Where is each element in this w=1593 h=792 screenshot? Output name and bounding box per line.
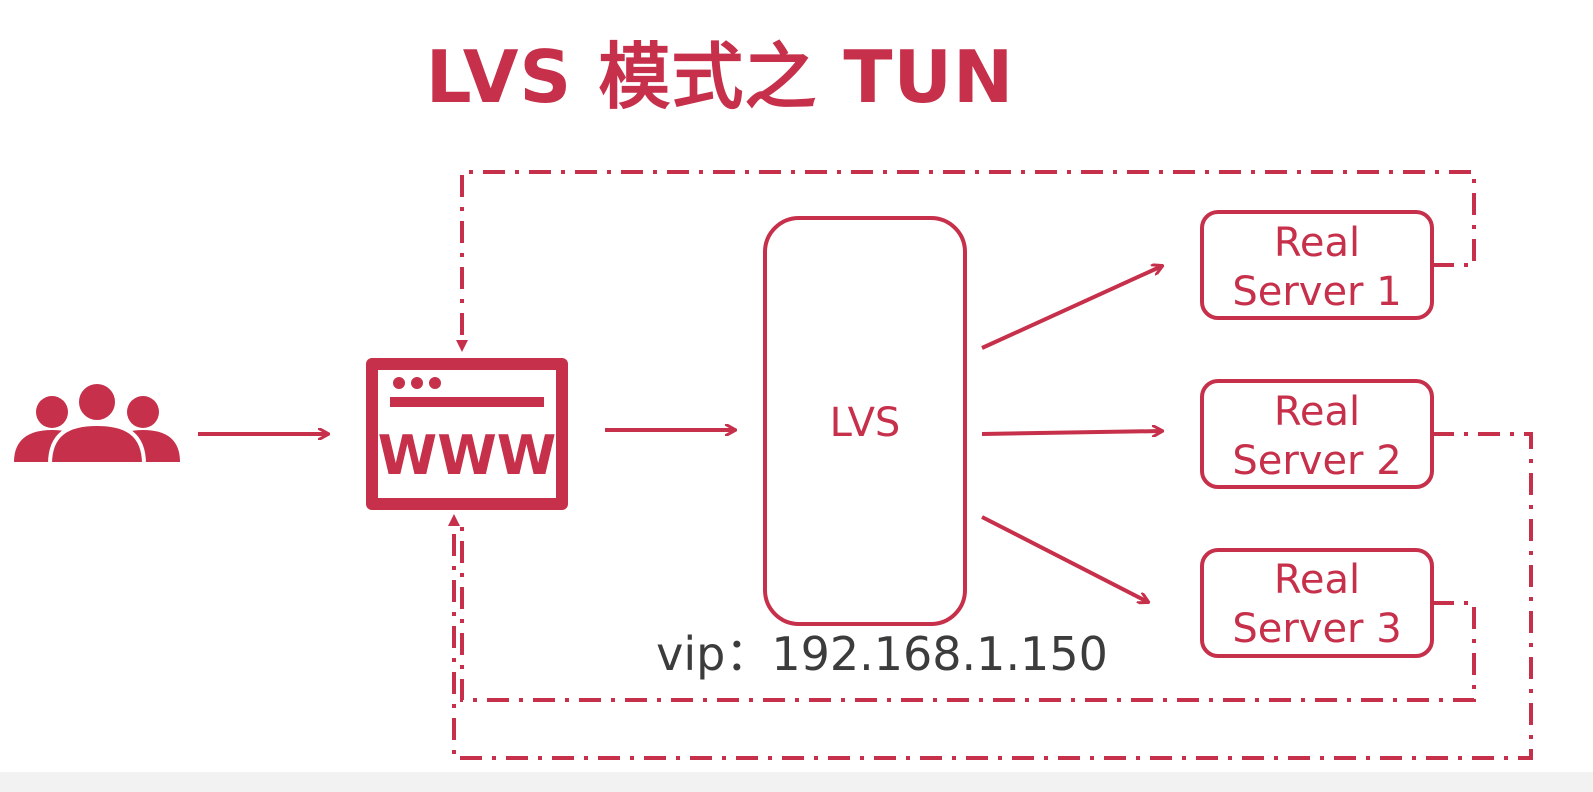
return-path-server-3 xyxy=(460,525,1476,702)
www-label: WWW xyxy=(378,424,557,487)
arrow-lvs-to-server-3 xyxy=(981,515,1148,602)
server-1-line1: Real xyxy=(1274,220,1360,266)
page-title-text: LVS 模式之 TUN xyxy=(425,35,1015,119)
server-2-line2: Server 2 xyxy=(1232,438,1401,484)
bottom-strip xyxy=(0,772,1593,792)
users-group-icon xyxy=(14,380,180,466)
vip-label: vip：192.168.1.150 xyxy=(656,627,1108,681)
real-server-2: Real Server 2 xyxy=(1200,379,1434,489)
server-1-line2: Server 1 xyxy=(1232,269,1401,315)
real-server-1: Real Server 1 xyxy=(1200,210,1434,320)
arrow-lvs-to-server-1 xyxy=(981,266,1162,350)
page-title: LVS 模式之 TUN xyxy=(0,18,1500,123)
lvs-label: LVS xyxy=(830,400,901,446)
arrow-lvs-to-server-2 xyxy=(981,431,1162,434)
server-3-line1: Real xyxy=(1274,557,1360,603)
return-path-server-1 xyxy=(456,170,1476,352)
real-server-3: Real Server 3 xyxy=(1200,548,1434,658)
server-2-line1: Real xyxy=(1274,389,1360,435)
return-path-server-2 xyxy=(448,432,1533,760)
browser-window-icon xyxy=(366,358,568,510)
server-3-line2: Server 3 xyxy=(1232,606,1401,652)
lvs-box xyxy=(763,216,967,626)
